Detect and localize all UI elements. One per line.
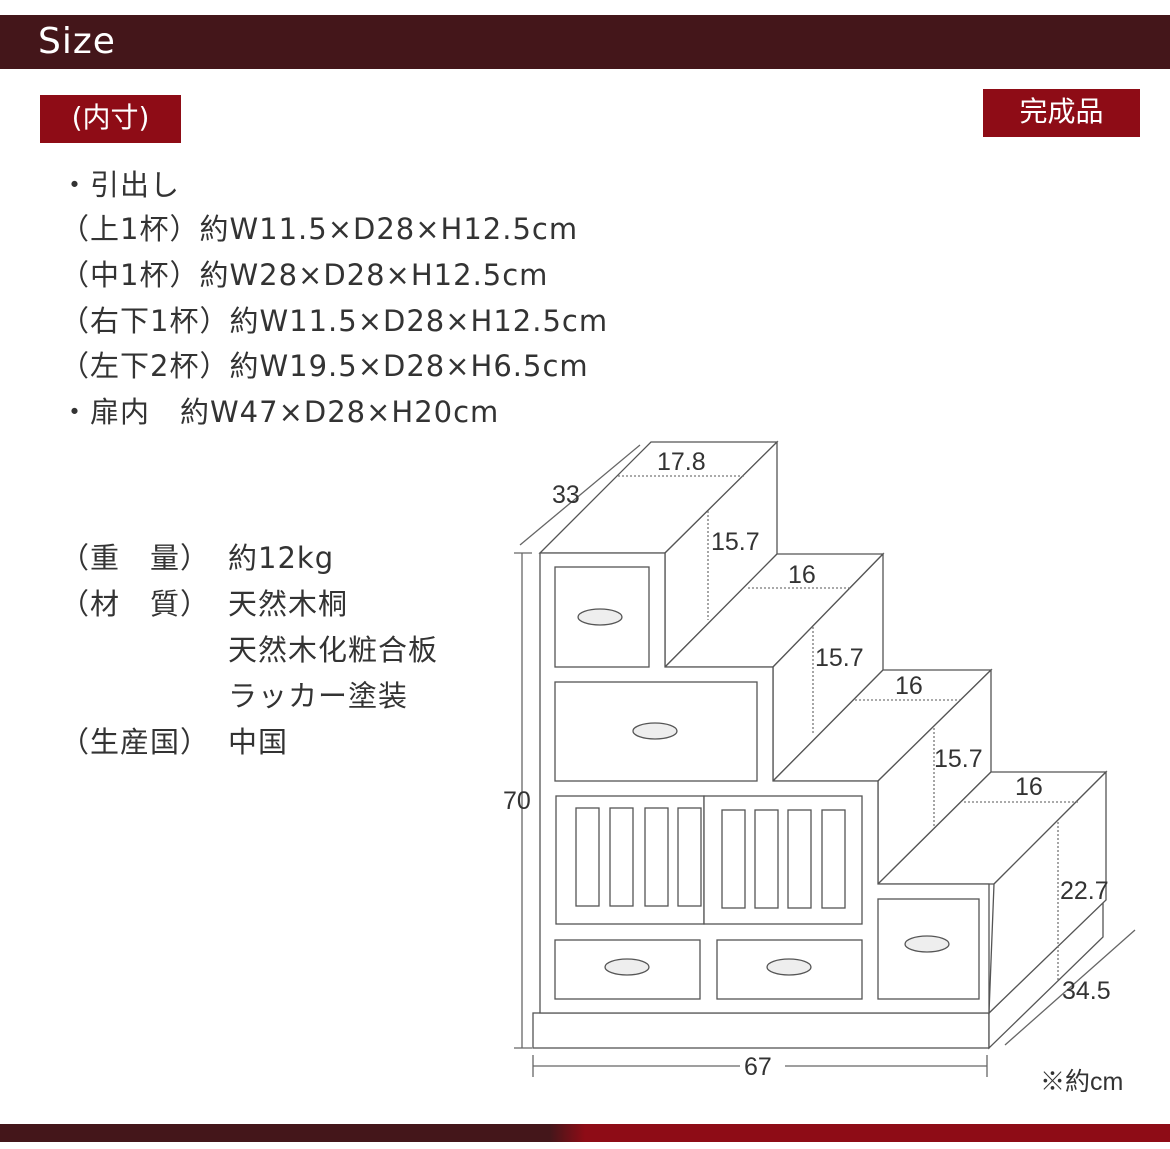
spec-weight: （重 量） 約12kg — [60, 535, 333, 577]
dimension-line: （右下1杯）約W11.5×D28×H12.5cm — [60, 304, 609, 338]
dimension-line: （左下2杯）約W19.5×D28×H6.5cm — [60, 349, 589, 383]
spec-value: ラッカー塗装 — [228, 679, 409, 713]
left-door — [555, 795, 705, 925]
unit-note: ※約cm — [1040, 1068, 1123, 1096]
dimension-line: ・扉内 約W47×D28×H20cm — [60, 395, 500, 429]
total-height-label: 70 — [503, 787, 531, 815]
top-depth-label: 33 — [552, 481, 580, 509]
spec-material: （材 質） 天然木桐 — [60, 581, 347, 623]
finished-product-badge: 完成品 — [983, 89, 1140, 137]
door-panels — [575, 807, 846, 909]
top-width-label: 17.8 — [657, 448, 706, 476]
right-door — [703, 795, 863, 925]
dimension-line: （中1杯）約W28×D28×H12.5cm — [60, 258, 549, 292]
step2-height-label: 15.7 — [815, 644, 864, 672]
drawer-handle-icons — [577, 608, 950, 976]
spec-value: 約12kg — [228, 541, 335, 575]
step4-width-label: 16 — [1015, 773, 1043, 801]
dimension-line: ・引出し — [60, 168, 181, 202]
spec-label: （材 質） — [60, 587, 211, 621]
spec-value: 天然木化粧合板 — [228, 633, 439, 667]
spec-value: 天然木桐 — [228, 587, 349, 621]
base-depth-label: 34.5 — [1062, 977, 1111, 1005]
footer-bar — [0, 1124, 1170, 1142]
spec-origin: （生産国） 中国 — [60, 719, 287, 761]
step3-width-label: 16 — [895, 672, 923, 700]
step4-height-label: 22.7 — [1060, 877, 1109, 905]
dimension-line: （上1杯）約W11.5×D28×H12.5cm — [60, 212, 579, 246]
step3-height-label: 15.7 — [934, 745, 983, 773]
step1-height-label: 15.7 — [711, 528, 760, 556]
spec-value: 中国 — [228, 725, 289, 759]
inner-dimensions-badge: (内寸) — [40, 95, 181, 143]
base-front — [532, 1012, 990, 1049]
section-header: Size — [0, 15, 1170, 69]
step2-width-label: 16 — [788, 561, 816, 589]
dimension-labels: 17.8 33 15.7 16 15.7 16 15.7 16 22.7 70 … — [503, 448, 1123, 1096]
section-title: Size — [38, 21, 116, 62]
spec-label: （生産国） — [60, 725, 211, 759]
spec-label: （重 量） — [60, 541, 211, 575]
step4-side — [988, 770, 1107, 1015]
total-width-label: 67 — [744, 1053, 772, 1081]
